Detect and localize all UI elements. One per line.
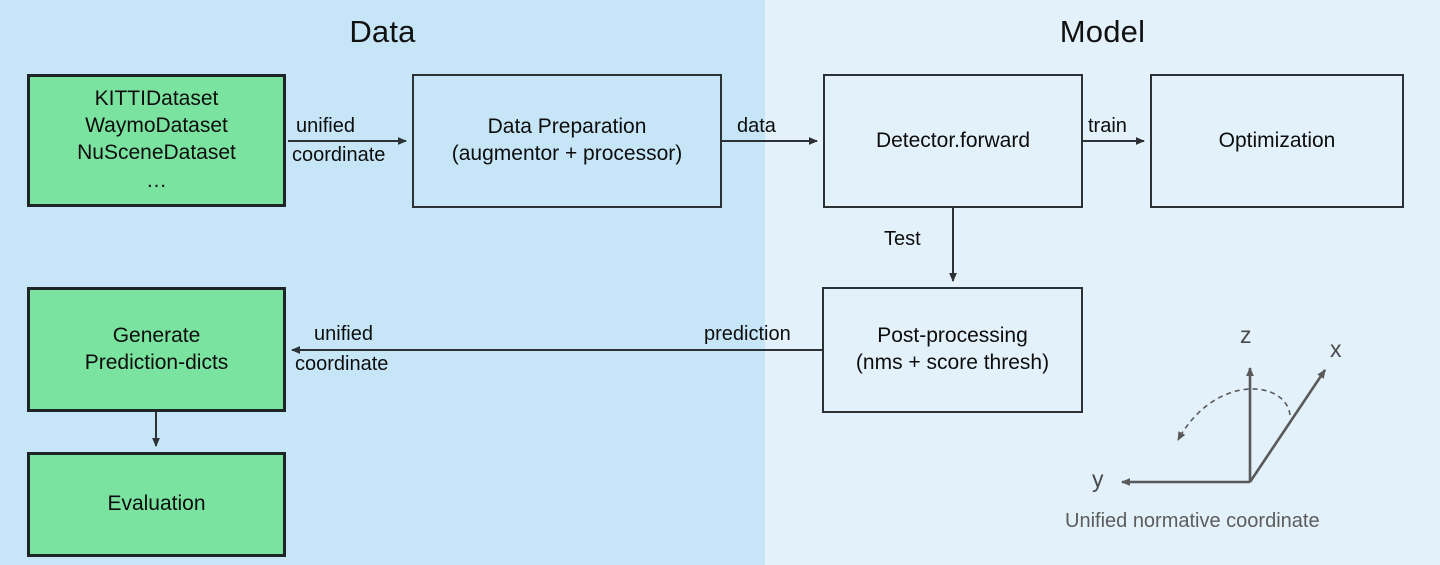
edge-label-generate-unified: unified <box>314 323 373 345</box>
panel-title-model: Model <box>1059 14 1146 49</box>
detector-forward-label: Detector.forward <box>875 128 1031 152</box>
post-processing-title: Post-processing <box>877 324 1028 348</box>
data-preparation-title: Data Preparation <box>487 115 647 139</box>
evaluation-label: Evaluation <box>107 492 206 516</box>
node-detector-forward[interactable]: Detector.forward <box>823 74 1083 208</box>
node-post-processing[interactable]: Post-processing (nms + score thresh) <box>822 287 1083 413</box>
dataset-line-3: NuSceneDataset <box>77 140 236 164</box>
dataset-line-2: WaymoDataset <box>85 113 228 137</box>
axis-label-x: x <box>1330 336 1342 362</box>
edge-label-data: data <box>737 115 776 137</box>
generate-line-1: Generate <box>112 323 201 347</box>
dataset-line-ellipsis: … <box>145 169 167 193</box>
edge-label-datasets-to-preparation-top: unified <box>296 115 355 137</box>
node-data-preparation[interactable]: Data Preparation (augmentor + processor) <box>412 74 722 208</box>
dataset-line-1: KITTIDataset <box>94 86 219 110</box>
node-datasets[interactable]: KITTIDataset WaymoDataset NuSceneDataset… <box>27 74 286 207</box>
node-evaluation[interactable]: Evaluation <box>27 452 286 557</box>
post-processing-subtitle: (nms + score thresh) <box>855 351 1050 374</box>
axis-label-y: y <box>1092 466 1104 492</box>
node-optimization[interactable]: Optimization <box>1150 74 1404 208</box>
panel-title-data: Data <box>349 14 416 49</box>
generate-line-2: Prediction-dicts <box>84 350 229 374</box>
optimization-label: Optimization <box>1218 128 1336 152</box>
node-generate-prediction-dicts[interactable]: Generate Prediction-dicts <box>27 287 286 412</box>
edge-label-generate-coordinate: coordinate <box>295 353 389 375</box>
edge-label-test: Test <box>884 228 921 250</box>
edge-label-prediction: prediction <box>704 323 791 345</box>
axis-label-z: z <box>1240 322 1252 348</box>
edge-label-train: train <box>1088 115 1127 137</box>
data-preparation-subtitle: (augmentor + processor) <box>451 142 683 165</box>
edge-label-datasets-to-preparation-bottom: coordinate <box>292 144 386 166</box>
coordinate-figure-caption: Unified normative coordinate <box>1065 510 1320 532</box>
